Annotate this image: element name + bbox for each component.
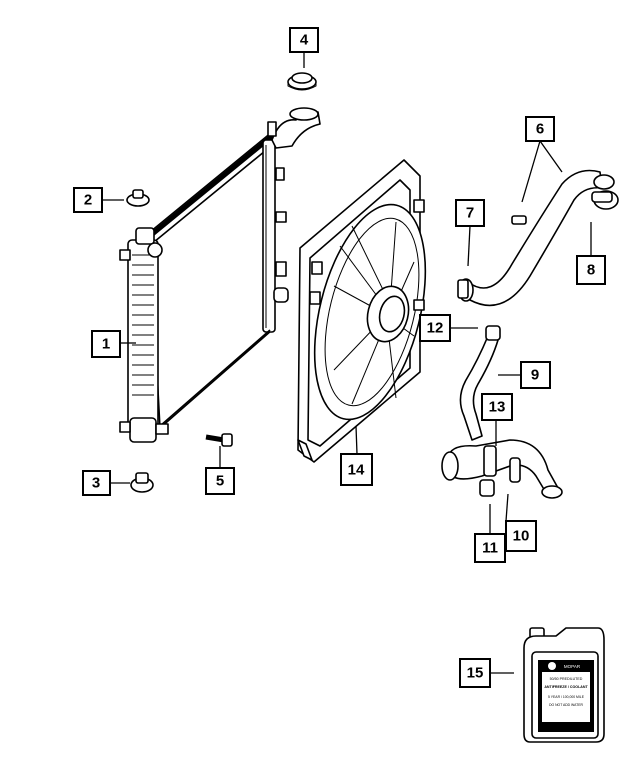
- callout-9: 9: [520, 361, 551, 389]
- callout-1: 1: [91, 330, 121, 358]
- svg-text:8: 8: [587, 262, 595, 279]
- svg-text:13: 13: [489, 399, 506, 416]
- callout-13: 13: [481, 393, 513, 421]
- svg-text:2: 2: [84, 192, 92, 209]
- callout-8: 8: [576, 255, 606, 285]
- coolant-line-4: DO NOT ADD WATER: [549, 703, 583, 707]
- callout-2: 2: [73, 187, 103, 213]
- radiator-cap: [287, 72, 317, 91]
- svg-text:5: 5: [216, 473, 224, 490]
- lower-radiator-hose: [441, 325, 563, 499]
- callout-10: 10: [505, 520, 537, 552]
- callout-12: 12: [419, 314, 451, 342]
- mopar-m-logo-icon: [548, 662, 556, 670]
- svg-text:4: 4: [300, 32, 309, 49]
- fan-shroud-assembly: [297, 159, 427, 463]
- coolant-jug: MOPAR 50/50 PREDILUTED ANTIFREEZE / COOL…: [523, 627, 605, 743]
- svg-text:9: 9: [531, 367, 539, 384]
- callout-7: 7: [455, 199, 485, 227]
- svg-text:7: 7: [466, 205, 474, 222]
- radiator: [119, 107, 321, 443]
- callout-14: 14: [340, 453, 373, 486]
- callout-6: 6: [525, 116, 555, 142]
- callout-11: 11: [474, 533, 506, 563]
- svg-text:12: 12: [427, 320, 444, 337]
- svg-text:11: 11: [482, 540, 498, 557]
- coolant-line-2: ANTIFREEZE / COOLANT: [544, 685, 588, 689]
- bolt: [205, 433, 233, 447]
- callout-15: 15: [459, 658, 491, 688]
- lower-isolator: [130, 472, 154, 493]
- svg-text:14: 14: [348, 462, 365, 479]
- coolant-line-1: 50/50 PREDILUTED: [550, 677, 583, 681]
- coolant-brand: MOPAR: [564, 664, 581, 669]
- upper-radiator-hose: [457, 169, 619, 307]
- upper-isolator: [126, 189, 150, 207]
- callout-4: 4: [289, 27, 319, 53]
- svg-text:1: 1: [102, 336, 110, 353]
- svg-text:6: 6: [536, 121, 544, 138]
- callout-3: 3: [82, 470, 111, 496]
- coolant-line-3: 5 YEAR / 100,000 MILE: [548, 695, 585, 699]
- svg-text:10: 10: [513, 528, 530, 545]
- leader-lines: [102, 52, 592, 674]
- callout-5: 5: [205, 467, 235, 495]
- svg-text:3: 3: [92, 475, 100, 492]
- svg-text:15: 15: [467, 665, 484, 682]
